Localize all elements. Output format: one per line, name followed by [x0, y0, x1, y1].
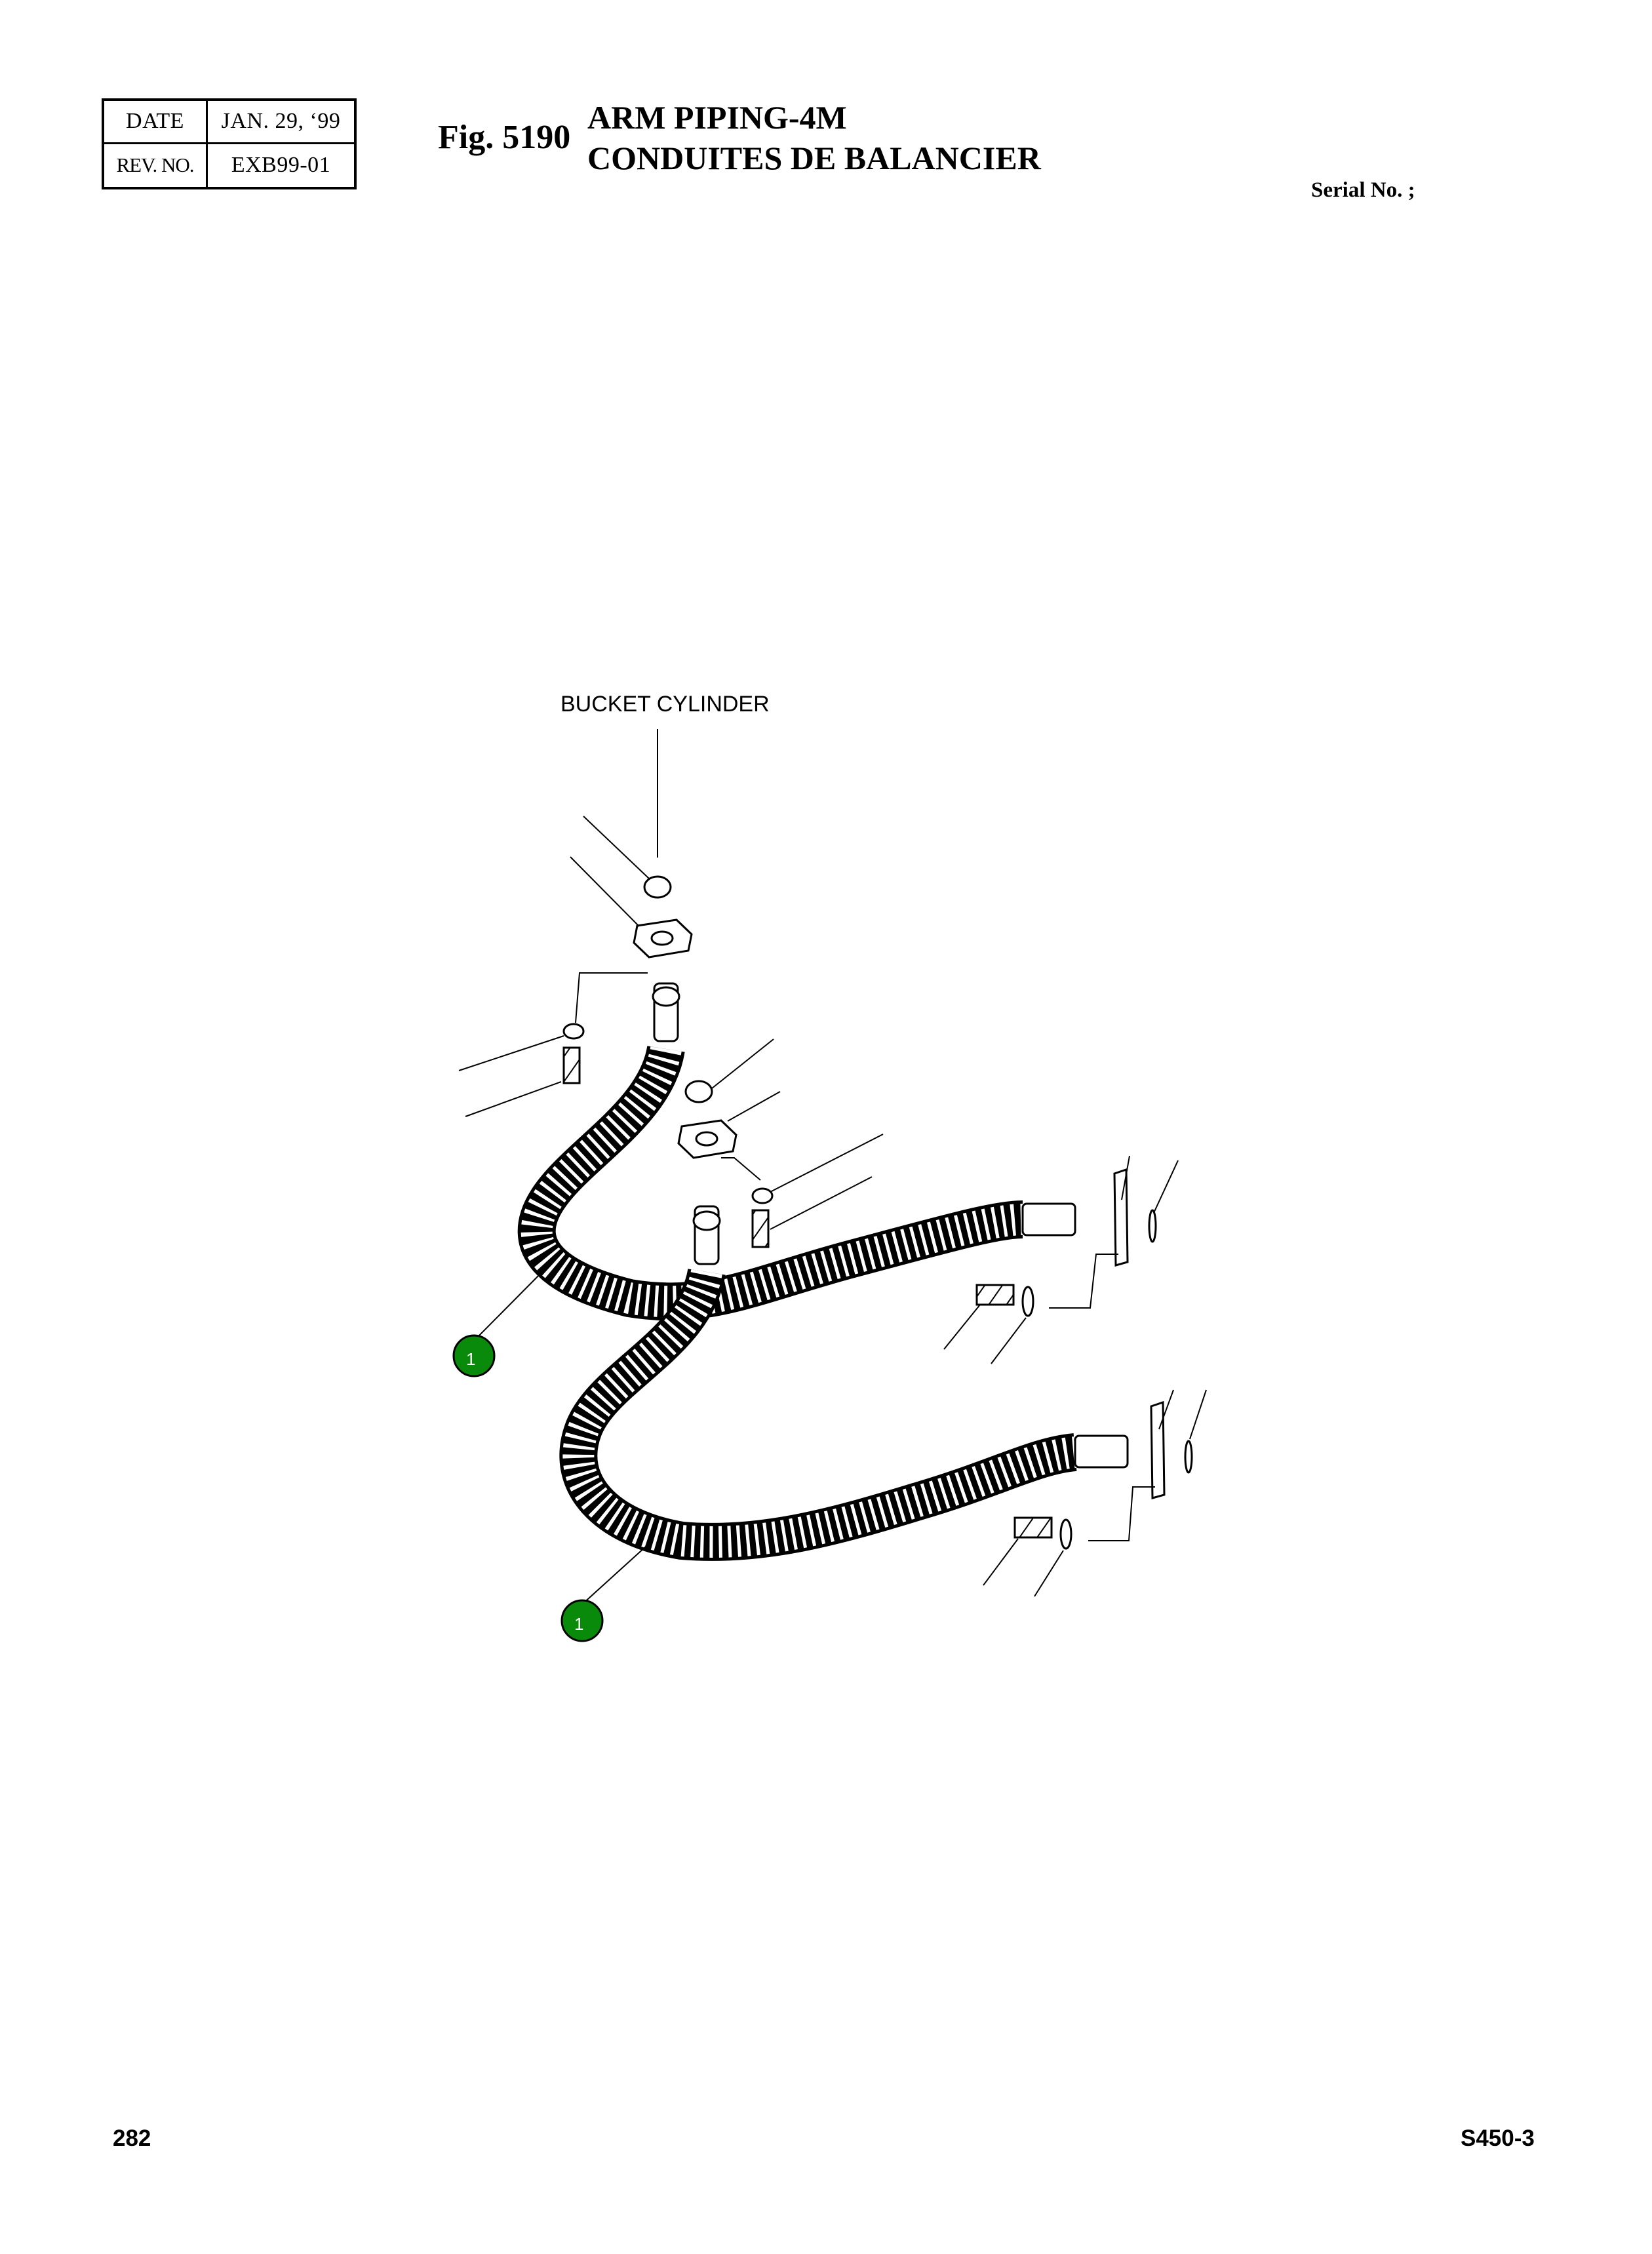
washer-3-leader [991, 1317, 1027, 1364]
bolt-4-leader [983, 1538, 1019, 1586]
bolt-4 [1013, 1516, 1053, 1539]
part-callout-1b-leader [581, 1540, 653, 1605]
hose-2-top-fitting-bore [692, 1210, 721, 1231]
rev-label: REV. NO. [104, 144, 208, 187]
split-flange-2 [677, 1119, 738, 1159]
date-value: JAN. 29, ‘99 [221, 109, 341, 134]
bolt-1-leader [465, 1081, 562, 1117]
figure-number: Fig. 5190 [438, 119, 571, 156]
part-callout-1a-circle[interactable] [452, 1334, 496, 1377]
part-callout-1b-circle[interactable] [560, 1599, 604, 1642]
split-flange-1-leader [570, 856, 640, 927]
date-label: DATE [104, 101, 208, 142]
bolt-2-leader [770, 1176, 873, 1230]
title-french: CONDUITES DE BALANCIER [587, 140, 1041, 176]
o-ring-2 [684, 1080, 713, 1103]
hose-1-end-fitting [1021, 1202, 1076, 1236]
washer-2-leader [770, 1134, 884, 1193]
o-ring-3 [1148, 1209, 1157, 1243]
flange-4-connector [1088, 1486, 1155, 1541]
revision-row-rev: REV. NO. EXB99-01 [104, 144, 354, 187]
bolt-2 [751, 1209, 770, 1248]
hose-2-end-fitting [1074, 1434, 1129, 1469]
hose-2-coil [562, 1269, 1077, 1558]
split-flange-1-bore [650, 930, 674, 946]
bolt-3-leader [943, 1304, 981, 1350]
washer-4-leader [1034, 1550, 1064, 1597]
page-title: ARM PIPING-4M CONDUITES DE BALANCIER [587, 97, 1041, 178]
bucket-cylinder-label: BUCKET CYLINDER [560, 692, 770, 717]
o-ring-4-leader [1189, 1389, 1207, 1440]
part-callout-1a-leader [473, 1268, 546, 1341]
flange-4-leader [1158, 1389, 1174, 1430]
part-callout-1b[interactable]: 1 [560, 1540, 653, 1642]
part-callout-1b-number: 1 [574, 1614, 583, 1634]
washer-1 [562, 1023, 585, 1040]
lower-hose-assembly [559, 1205, 1207, 1597]
washer-4 [1059, 1518, 1072, 1550]
title-english: ARM PIPING-4M [587, 99, 847, 136]
washer-1-leader [458, 1035, 564, 1071]
washer-2 [751, 1187, 774, 1204]
split-flange-2-connector [721, 1157, 761, 1181]
o-ring-3-leader [1153, 1160, 1179, 1214]
o-ring-1-leader [583, 816, 650, 879]
bolt-1 [562, 1046, 581, 1084]
rev-value: EXB99-01 [231, 153, 331, 178]
flange-3-leader [1121, 1155, 1130, 1200]
flange-3 [1113, 1168, 1129, 1267]
hose-1-top-fitting-bore [652, 986, 680, 1007]
o-ring-4 [1184, 1440, 1193, 1474]
bolt-3 [975, 1284, 1015, 1306]
part-callout-1a[interactable]: 1 [452, 1268, 546, 1377]
hose-1 [517, 1045, 1023, 1321]
washer-3 [1021, 1286, 1034, 1317]
split-flange-2-leader [727, 1091, 781, 1122]
split-flange-1 [633, 919, 693, 959]
model-number: S450-3 [1461, 2125, 1535, 2151]
flange-4 [1150, 1400, 1166, 1499]
hose-1-coil [521, 1046, 1023, 1318]
flange-3-connector [1049, 1254, 1118, 1309]
upper-hose-assembly [458, 816, 1179, 1364]
o-ring-2-leader [711, 1038, 774, 1089]
revision-row-date: DATE JAN. 29, ‘99 [104, 101, 354, 144]
split-flange-1-connector [575, 972, 648, 1023]
part-callout-1a-number: 1 [466, 1349, 475, 1369]
page-number: 282 [113, 2125, 151, 2151]
split-flange-2-bore [695, 1131, 718, 1147]
serial-number-label: Serial No. ; [1311, 178, 1415, 202]
revision-table: DATE JAN. 29, ‘99 REV. NO. EXB99-01 [102, 98, 357, 189]
o-ring-1 [643, 875, 672, 899]
